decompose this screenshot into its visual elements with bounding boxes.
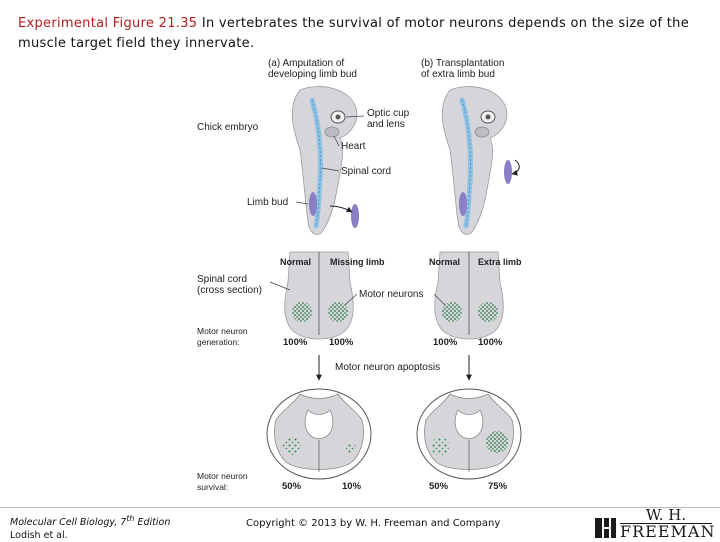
limb-bud-b [459,192,467,216]
panel-b-title-1: (b) Transplantation [421,58,504,69]
book-edition: Edition [134,517,171,529]
label-chick-embryo: Chick embryo [197,122,259,133]
footer-divider [0,507,720,508]
section-b-survival [416,388,522,480]
book-edition-sup: th [126,514,135,523]
publisher-logo: W. H. FREEMAN [592,508,716,540]
transplant-arrow [511,159,520,176]
survival-a-right: 10% [342,481,362,492]
section-a-right-label: Missing limb [330,257,385,267]
panel-a-title-1: (a) Amputation of [268,58,344,69]
label-survival-1: Motor neuron [197,471,248,481]
motor-neuron-pool-a-right [328,302,348,322]
label-survival-2: survival: [197,482,228,492]
generation-a-left: 100% [283,337,308,348]
label-heart: Heart [341,141,366,152]
label-optic-cup-2: and lens [367,119,405,130]
generation-b-right: 100% [478,337,503,348]
panel-b-title-2: of extra limb bud [421,69,495,80]
label-spinal-cord-cs-1: Spinal cord [197,274,247,285]
label-spinal-cord-cs-2: (cross section) [197,285,262,296]
book-citation: Molecular Cell Biology, 7th Edition Lodi… [10,512,170,542]
surviving-pool-b-right [486,431,508,453]
section-a-generation [284,251,354,340]
label-generation-2: generation: [197,337,240,347]
logo-mark-icon [595,518,617,538]
limb-bud-a [309,192,317,216]
figure-caption: In vertebrates the survival of motor neu… [18,16,690,51]
copyright-notice: Copyright © 2013 by W. H. Freeman and Co… [246,518,501,529]
section-b-generation [434,251,504,340]
generation-b-left: 100% [433,337,458,348]
motor-neuron-pool-a-left [292,302,312,322]
label-optic-cup-1: Optic cup [367,108,410,119]
surviving-pool-a-right [346,443,356,453]
section-b-left-label: Normal [429,257,460,267]
label-spinal-cord: Spinal cord [341,166,391,177]
book-title: Molecular Cell Biology, 7 [10,517,127,529]
label-motor-neurons: Motor neurons [359,289,423,300]
survival-b-left: 50% [429,481,449,492]
survival-a-left: 50% [282,481,302,492]
logo-line-1: W. H. [645,506,687,524]
motor-neuron-pool-b-right [478,302,498,322]
book-authors: Lodish et al. [10,530,68,542]
label-limb-bud: Limb bud [247,197,288,208]
chick-embryo-a [291,86,359,235]
figure-number: Experimental Figure 21.35 [18,16,198,31]
logo-line-2: FREEMAN [620,522,716,541]
label-generation-1: Motor neuron [197,326,248,336]
amputated-limb-bud [351,204,359,228]
generation-a-right: 100% [329,337,354,348]
slide-title: Experimental Figure 21.35 In vertebrates… [18,14,708,54]
section-a-survival [266,388,372,480]
chick-embryo-b [441,86,512,235]
surviving-pool-a-left [283,437,301,455]
amputation-arrow [329,205,353,213]
transplanted-limb-bud [504,160,512,184]
label-apoptosis: Motor neuron apoptosis [335,362,440,373]
survival-b-right: 75% [488,481,508,492]
motor-neuron-pool-b-left [442,302,462,322]
section-b-right-label: Extra limb [478,257,522,267]
logo-wordmark: W. H. FREEMAN [620,506,716,541]
panel-a-title-2: developing limb bud [268,69,357,80]
surviving-pool-b-left [431,437,449,455]
section-a-left-label: Normal [280,257,311,267]
figure-diagram: (a) Amputation of developing limb bud (b… [197,58,522,492]
